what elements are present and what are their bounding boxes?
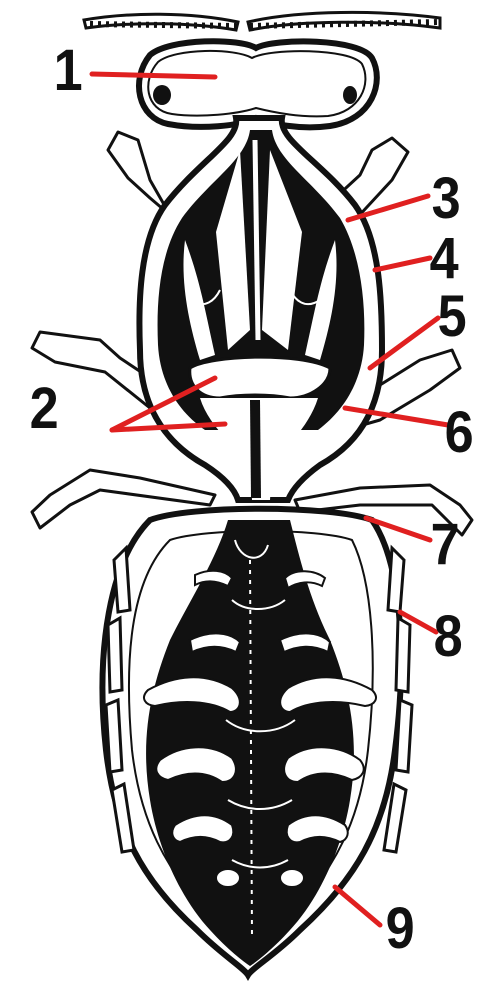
abdomen [103,509,412,975]
label-8: 8 [434,608,463,666]
label-3: 3 [432,170,461,228]
label-4: 4 [430,230,459,288]
label-2: 2 [30,380,59,438]
leader-line-9 [335,887,380,925]
thorax [139,118,382,500]
label-1: 1 [54,42,83,100]
leader-line-1 [92,74,215,77]
leader-line-4 [375,258,430,270]
label-6: 6 [445,404,474,462]
head [139,41,377,127]
antennae [84,12,440,30]
label-9: 9 [386,900,415,958]
label-5: 5 [438,288,467,346]
label-7: 7 [431,516,460,574]
